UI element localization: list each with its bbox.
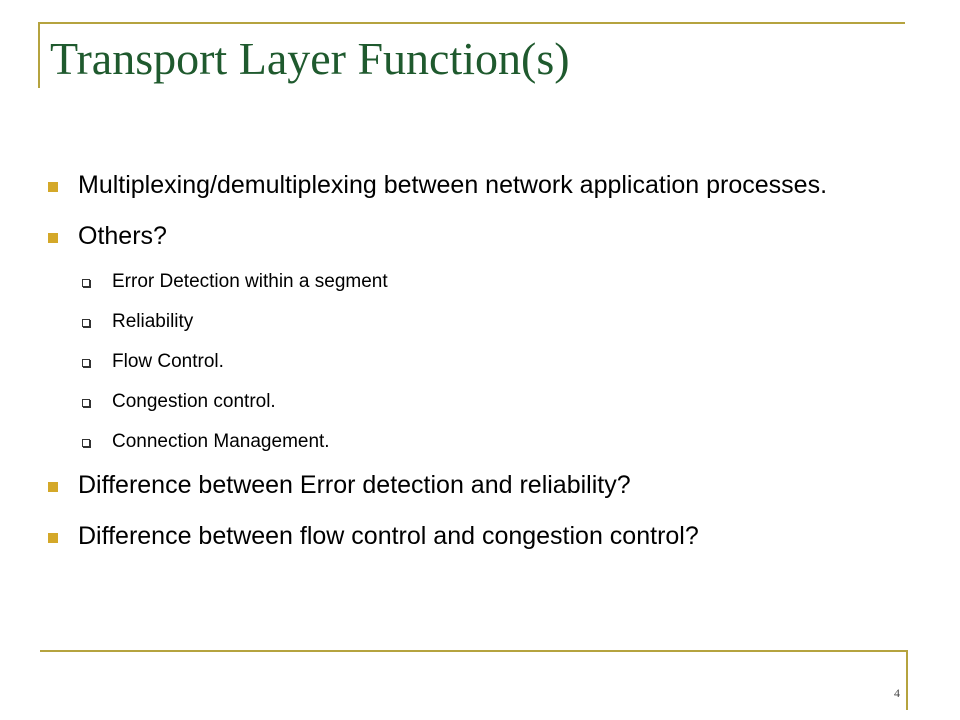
square-bullet-icon [48, 482, 58, 492]
bullet-text: Difference between flow control and cong… [78, 522, 699, 550]
slide-title: Transport Layer Function(s) [50, 33, 570, 84]
hollow-square-bullet-icon [82, 439, 90, 447]
bullet-text: Multiplexing/demultiplexing between netw… [78, 171, 828, 199]
slide-content: Multiplexing/demultiplexing between netw… [48, 168, 928, 570]
frame-rule-top [40, 22, 905, 24]
hollow-square-bullet-icon [82, 319, 90, 327]
sub-bullet-text: Error Detection within a segment [112, 271, 388, 292]
bullet-item: Others? [48, 219, 928, 254]
sub-bullet-text: Connection Management. [112, 431, 330, 452]
square-bullet-icon [48, 533, 58, 543]
sub-bullet-text: Reliability [112, 311, 194, 332]
bullet-text: Difference between Error detection and r… [78, 471, 631, 499]
hollow-square-bullet-icon [82, 279, 90, 287]
sub-bullet-item: Congestion control. [48, 388, 928, 416]
sub-bullet-item: Flow Control. [48, 348, 928, 376]
frame-rule-left [38, 22, 40, 88]
bullet-item: Difference between flow control and cong… [48, 519, 928, 554]
bullet-item: Multiplexing/demultiplexing between netw… [48, 168, 928, 203]
hollow-square-bullet-icon [82, 399, 90, 407]
sub-bullet-list: Error Detection within a segment Reliabi… [48, 268, 928, 456]
page-number: 4 [894, 686, 900, 700]
frame-rule-right [906, 650, 908, 710]
hollow-square-bullet-icon [82, 359, 90, 367]
square-bullet-icon [48, 233, 58, 243]
sub-bullet-item: Reliability [48, 308, 928, 336]
bullet-item: Difference between Error detection and r… [48, 468, 928, 503]
sub-bullet-text: Flow Control. [112, 351, 224, 372]
sub-bullet-item: Error Detection within a segment [48, 268, 928, 296]
bullet-text: Others? [78, 222, 167, 250]
sub-bullet-text: Congestion control. [112, 391, 276, 412]
frame-rule-bottom [40, 650, 908, 652]
square-bullet-icon [48, 182, 58, 192]
sub-bullet-item: Connection Management. [48, 428, 928, 456]
